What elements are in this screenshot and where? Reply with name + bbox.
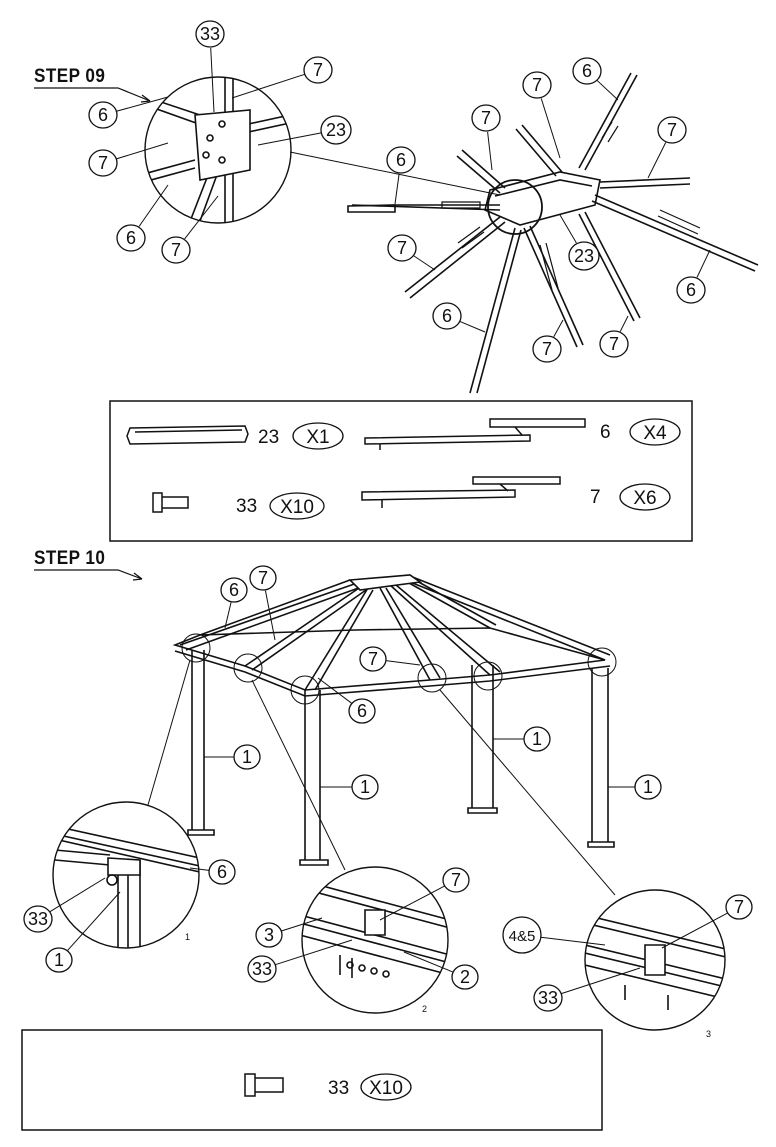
callout-label: 1 (242, 747, 252, 767)
callout-m7e: 7 (532, 319, 564, 363)
step-10-part-33-number: 33 (328, 1078, 349, 1099)
callout-label: 6 (217, 862, 227, 882)
part-7-qty: X6 (633, 488, 656, 509)
callout-label: 33 (538, 988, 558, 1008)
step-09-underline (34, 87, 151, 103)
step-09-title: STEP 09 (34, 66, 106, 87)
callout-label: 33 (252, 959, 272, 979)
callout-label: 7 (368, 649, 378, 669)
step-09-frame-drawing (289, 72, 759, 394)
callout-m6c: 6 (676, 249, 711, 304)
callout-d6a: 6 (88, 96, 169, 129)
callout-label: 7 (542, 339, 552, 359)
callout-z1-6: 6 (189, 859, 236, 885)
callout-m6a: 6 (572, 57, 619, 101)
step-10-detail-3 (584, 889, 726, 1031)
step-10-parts-box: 33 X10 (21, 1029, 603, 1131)
callout-label: 7 (313, 60, 323, 80)
callout-m7f: 7 (599, 315, 629, 358)
detail-index-1: 1 (185, 932, 190, 942)
step-10-detail-1 (52, 801, 200, 949)
step-10-detail-2 (301, 866, 449, 1014)
step-10-part-33-qty: X10 (369, 1078, 403, 1099)
callout-m6b: 6 (386, 146, 416, 205)
step-10-gazebo-drawing (147, 574, 617, 896)
part-7-number: 7 (590, 487, 601, 508)
callout-label: 6 (582, 61, 592, 81)
callout-m7b: 7 (471, 104, 501, 171)
callout-z2-33: 33 (247, 939, 353, 983)
callout-p1b: 1 (320, 774, 379, 800)
callout-label: 1 (360, 777, 370, 797)
callout-label: 6 (98, 105, 108, 125)
callout-label: 6 (686, 280, 696, 300)
callout-label: 7 (667, 120, 677, 140)
step-10-underline (34, 569, 143, 581)
callout-z2-7: 7 (379, 867, 470, 921)
callout-label: 7 (397, 238, 407, 258)
callout-label: 7 (451, 870, 461, 890)
callout-t7b: 7 (359, 646, 421, 672)
callout-z2-3: 3 (255, 917, 323, 948)
callout-label: 1 (54, 950, 64, 970)
part-33-number: 33 (236, 496, 257, 517)
callout-label: 4&5 (509, 928, 536, 945)
part-6-number: 6 (600, 422, 611, 443)
callout-label: 7 (734, 897, 744, 917)
callout-label: 7 (609, 334, 619, 354)
callout-d7a: 7 (231, 56, 333, 99)
callout-label: 7 (98, 153, 108, 173)
callout-d33: 33 (195, 20, 225, 113)
callout-z3-45: 4&5 (502, 916, 606, 954)
callout-m23: 23 (559, 214, 600, 271)
part-6-qty: X4 (643, 423, 667, 444)
callout-label: 6 (442, 306, 452, 326)
part-23-number: 23 (258, 427, 279, 448)
step-09-parts-box: 23 X1 6 X4 33 X10 7 X6 (109, 400, 693, 542)
detail-index-2: 2 (422, 1004, 427, 1014)
callout-label: 7 (481, 108, 491, 128)
callout-t6: 6 (220, 577, 248, 629)
step-10-title: STEP 10 (34, 548, 106, 569)
callout-t7: 7 (249, 565, 277, 641)
callout-label: 7 (171, 240, 181, 260)
callout-z1-33: 33 (23, 877, 106, 933)
callout-z3-33: 33 (533, 967, 641, 1012)
callout-m7a: 7 (522, 71, 561, 159)
callout-label: 23 (574, 246, 594, 266)
callout-p1c: 1 (493, 726, 551, 752)
callout-p1a: 1 (204, 744, 261, 770)
callout-d7c: 7 (161, 195, 219, 264)
part-33-qty: X10 (280, 497, 314, 518)
callout-p1d: 1 (608, 774, 662, 800)
callout-m6d: 6 (432, 302, 486, 333)
callout-label: 1 (643, 777, 653, 797)
callout-z3-7: 7 (661, 894, 753, 949)
callout-label: 3 (264, 925, 274, 945)
callout-z1-1: 1 (45, 891, 121, 973)
callout-m7d: 7 (387, 234, 436, 271)
callout-label: 7 (258, 568, 268, 588)
callout-t6b: 6 (317, 677, 376, 724)
callout-label: 33 (200, 24, 220, 44)
callout-d7b: 7 (88, 142, 169, 177)
callout-label: 7 (532, 75, 542, 95)
callout-label: 2 (460, 967, 470, 987)
callout-label: 33 (28, 909, 48, 929)
callout-label: 6 (126, 228, 136, 248)
callout-label: 6 (357, 701, 367, 721)
callout-label: 6 (229, 580, 239, 600)
callout-label: 6 (396, 150, 406, 170)
callout-m7c: 7 (647, 116, 687, 179)
callout-d6b: 6 (116, 184, 169, 252)
detail-index-3: 3 (706, 1029, 711, 1039)
callout-d23: 23 (257, 115, 352, 146)
callout-label: 1 (532, 729, 542, 749)
part-23-qty: X1 (306, 427, 329, 448)
callout-label: 23 (326, 120, 346, 140)
callout-z2-2: 2 (403, 951, 479, 990)
